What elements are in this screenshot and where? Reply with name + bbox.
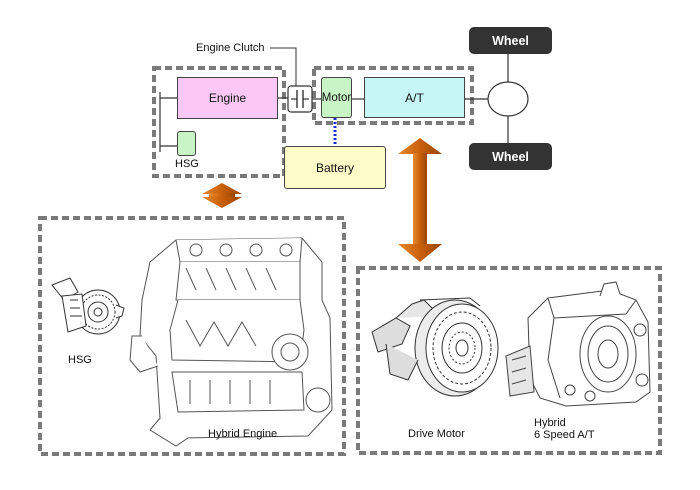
wheel-bottom-label: Wheel: [469, 143, 552, 170]
engine-group-frame: [152, 66, 286, 178]
wheel-differential: [487, 81, 529, 117]
at-caption-line1: Hybrid: [534, 417, 566, 429]
drive-motor-caption: Drive Motor: [408, 428, 465, 440]
battery-box: Battery: [284, 146, 386, 189]
at-illustration: [505, 281, 651, 407]
hsg-box-label: HSG: [175, 158, 199, 170]
hybrid-engine-caption: Hybrid Engine: [208, 428, 278, 440]
engine-components-frame: [38, 216, 346, 456]
drive-motor-illustration: [371, 297, 499, 397]
clutch-leader: [270, 47, 297, 86]
engine-box: Engine: [177, 77, 278, 119]
hsg-caption: HSG: [68, 354, 92, 366]
engine-clutch-label: Engine Clutch: [196, 42, 265, 54]
at-box: A/T: [364, 77, 465, 118]
hybrid-engine-illustration: [129, 237, 333, 447]
engine-clutch-symbol: [287, 85, 313, 113]
motor-double-arrow: [398, 138, 442, 262]
wheel-top-label: Wheel: [469, 27, 552, 54]
hsg-box: [177, 131, 196, 156]
at-caption-line2: 6 Speed A/T: [534, 429, 595, 441]
motor-components-frame: [356, 266, 662, 455]
engine-double-arrow: [202, 183, 242, 208]
motor-at-group-frame: [312, 66, 474, 125]
motor-box: Motor: [321, 77, 352, 118]
hsg-illustration: [51, 277, 125, 335]
